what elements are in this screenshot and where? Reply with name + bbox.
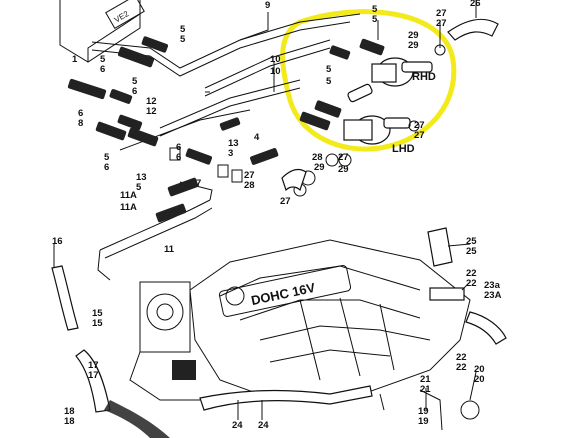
svg-text:3: 3 xyxy=(228,148,233,159)
svg-text:22: 22 xyxy=(456,352,467,363)
engine-badge: DOHC 16V xyxy=(250,280,317,308)
svg-text:27: 27 xyxy=(338,152,349,163)
svg-text:5: 5 xyxy=(104,152,110,163)
svg-text:26: 26 xyxy=(470,0,481,9)
callout-labels: 9 5 5 27 27 26 29 29 RHD LHD 27 27 27 29… xyxy=(52,0,502,431)
svg-text:5: 5 xyxy=(326,64,332,75)
svg-text:5: 5 xyxy=(372,14,378,25)
svg-text:21: 21 xyxy=(420,374,431,385)
coolant-hose-bottom xyxy=(75,349,373,438)
sensor-22 xyxy=(429,287,465,301)
svg-text:5: 5 xyxy=(100,54,106,65)
svg-text:29: 29 xyxy=(408,40,419,51)
svg-text:27: 27 xyxy=(414,130,425,141)
lhd-valve xyxy=(343,115,420,145)
vacuum-pipes xyxy=(91,13,361,281)
svg-text:29: 29 xyxy=(338,164,349,175)
svg-text:27: 27 xyxy=(414,120,425,131)
svg-text:10: 10 xyxy=(270,54,281,65)
svg-text:25: 25 xyxy=(466,246,477,257)
hose-16 xyxy=(51,265,79,331)
svg-text:11: 11 xyxy=(164,244,175,255)
svg-text:LHD: LHD xyxy=(392,143,415,155)
svg-text:27: 27 xyxy=(280,196,291,207)
svg-text:29: 29 xyxy=(408,30,419,41)
svg-text:25: 25 xyxy=(466,236,477,247)
svg-text:5: 5 xyxy=(372,4,378,15)
svg-text:1: 1 xyxy=(72,54,78,65)
elbow-hose-top xyxy=(281,0,499,192)
svg-text:21: 21 xyxy=(420,384,431,395)
svg-text:11A: 11A xyxy=(120,202,137,213)
svg-text:18: 18 xyxy=(64,416,75,427)
thermostat-20 xyxy=(460,400,480,420)
leader-lines xyxy=(53,12,477,420)
hose-23 xyxy=(465,311,507,345)
svg-text:RHD: RHD xyxy=(412,71,436,83)
svg-text:23a: 23a xyxy=(484,280,501,291)
svg-text:13: 13 xyxy=(136,172,147,183)
svg-text:22: 22 xyxy=(456,362,467,373)
svg-text:11A: 11A xyxy=(120,190,137,201)
svg-text:9: 9 xyxy=(265,0,270,11)
svg-text:29: 29 xyxy=(314,162,325,173)
throttle-body xyxy=(129,281,200,401)
svg-text:6: 6 xyxy=(176,142,181,153)
fittings xyxy=(169,147,352,197)
svg-text:6: 6 xyxy=(78,108,83,119)
svg-text:5: 5 xyxy=(132,76,138,87)
svg-text:6: 6 xyxy=(176,152,181,163)
svg-text:12: 12 xyxy=(146,106,157,117)
svg-text:24: 24 xyxy=(258,420,269,431)
svg-text:20: 20 xyxy=(474,364,485,375)
svg-text:6: 6 xyxy=(104,162,109,173)
svg-text:5: 5 xyxy=(326,76,332,87)
svg-text:8: 8 xyxy=(78,118,83,129)
svg-text:19: 19 xyxy=(418,406,429,417)
svg-text:10: 10 xyxy=(270,66,281,77)
svg-text:28: 28 xyxy=(312,152,323,163)
bracket-19 xyxy=(419,389,443,431)
svg-text:23A: 23A xyxy=(484,290,502,301)
small-hoses xyxy=(67,36,385,223)
svg-text:6: 6 xyxy=(100,64,105,75)
rhd-valve xyxy=(347,44,446,103)
svg-text:5: 5 xyxy=(180,34,186,45)
svg-text:27: 27 xyxy=(244,170,255,181)
svg-text:24: 24 xyxy=(232,420,243,431)
svg-text:5: 5 xyxy=(136,182,142,193)
svg-text:16: 16 xyxy=(52,236,63,247)
svg-text:18: 18 xyxy=(64,406,75,417)
svg-text:27: 27 xyxy=(436,18,447,29)
svg-text:17: 17 xyxy=(88,360,99,371)
bracket-25 xyxy=(427,227,453,267)
svg-text:4: 4 xyxy=(254,132,260,143)
svg-text:15: 15 xyxy=(92,308,103,319)
svg-text:22: 22 xyxy=(466,268,477,279)
svg-text:20: 20 xyxy=(474,374,485,385)
svg-text:28: 28 xyxy=(244,180,255,191)
svg-text:7: 7 xyxy=(196,178,201,189)
svg-text:19: 19 xyxy=(418,416,429,427)
svg-text:12: 12 xyxy=(146,96,157,107)
svg-text:5: 5 xyxy=(180,24,186,35)
svg-text:22: 22 xyxy=(466,278,477,289)
svg-text:17: 17 xyxy=(88,370,99,381)
svg-text:6: 6 xyxy=(132,86,137,97)
highlight-circle xyxy=(280,9,457,152)
svg-text:13: 13 xyxy=(228,138,239,149)
svg-text:15: 15 xyxy=(92,318,103,329)
svg-text:27: 27 xyxy=(436,8,447,19)
